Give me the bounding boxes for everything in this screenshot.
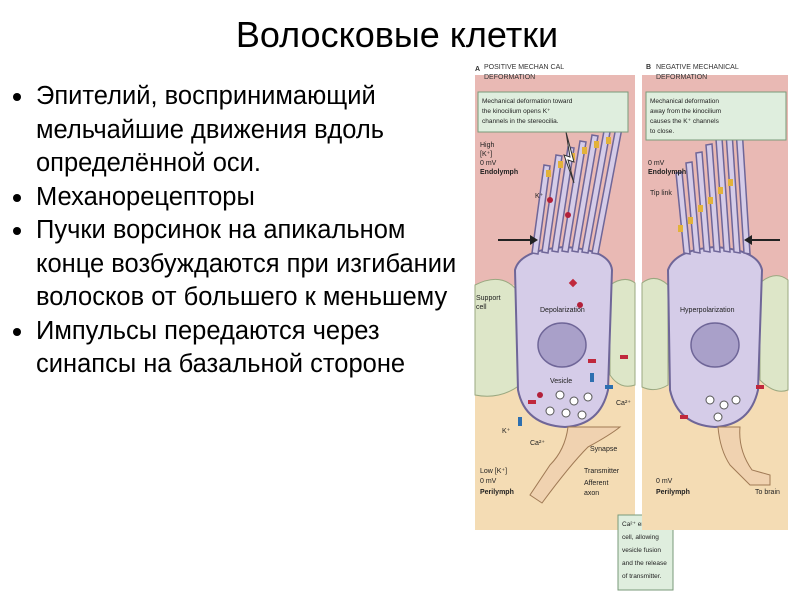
- nucleus-b: [690, 322, 740, 368]
- panel-a-letter: A: [475, 66, 480, 73]
- ca-label: Ca²⁺: [616, 400, 631, 407]
- transmitter-label: Transmitter: [584, 468, 620, 475]
- cell-state-label: Hyperpolarization: [680, 307, 735, 314]
- endolymph-label: Endolymph: [648, 169, 686, 176]
- high-k-label: 0 mV: [480, 160, 497, 167]
- panel-b-heading: NEGATIVE MECHANICAL: [656, 64, 739, 71]
- stereocilia-b: [675, 127, 751, 255]
- afferent-label: axon: [584, 490, 599, 497]
- synapse-label: Synapse: [590, 446, 617, 453]
- panel-b: B NEGATIVE MECHANICAL DEFORMATION Mechan…: [641, 64, 789, 530]
- afferent-label: Afferent: [584, 480, 608, 487]
- note-line: away from the kinocilium: [650, 108, 721, 115]
- caption-line: and the release: [622, 560, 667, 567]
- note-line: Mechanical deformation: [650, 98, 719, 105]
- support-cell-a-right: [609, 279, 636, 387]
- note-line: Mechanical deformation toward: [482, 98, 573, 105]
- vesicles-a: [545, 390, 593, 420]
- low-k-label: Low [K⁺]: [480, 468, 507, 475]
- bullet-list: Эпителий, воспринимающий мельчайшие движ…: [10, 80, 480, 382]
- support-cell-b: [641, 278, 669, 391]
- afferent-axon-a: [529, 426, 622, 504]
- panel-a-heading: DEFORMATION: [484, 74, 535, 81]
- note-line: the kinocilium opens K⁺: [482, 108, 551, 115]
- bullet-item: Эпителий, воспринимающий мельчайшие движ…: [10, 80, 480, 181]
- panel-b-letter: B: [646, 64, 651, 71]
- panel-b-heading: DEFORMATION: [656, 74, 707, 81]
- caption-line: cell, allowing: [622, 534, 659, 541]
- endolymph-mv-label: 0 mV: [648, 160, 665, 167]
- perilymph-mv-label: 0 mV: [480, 478, 497, 485]
- note-box-b: [645, 91, 787, 141]
- bullet-item: Механорецепторы: [10, 181, 480, 215]
- k-ion-label: K⁺: [535, 193, 544, 200]
- support-cell-b-right: [759, 275, 789, 392]
- high-k-label: High: [480, 142, 495, 149]
- cell-state-label: Depolarization: [540, 307, 585, 314]
- ion-markers-a: [518, 197, 628, 426]
- slide-title: Волосковые клетки: [235, 14, 559, 55]
- afferent-axon-b: [717, 426, 771, 486]
- lightning-arrow-a: [563, 131, 575, 184]
- bullet-item: Импульсы передаются через синапсы на баз…: [10, 315, 480, 382]
- to-brain-label: To brain: [755, 489, 780, 496]
- vesicle-label: Vesicle: [550, 378, 572, 385]
- push-arrow-head-a: [530, 235, 538, 245]
- panel-a-heading: POSITIVE MECHAN CAL: [484, 64, 564, 71]
- hair-cell-figure: A POSITIVE MECHAN CAL DEFORMATION Mechan…: [470, 55, 790, 595]
- endolymph-label: Endolymph: [480, 169, 518, 176]
- note-line: channels in the stereocilia.: [482, 118, 559, 125]
- note-line: to close.: [650, 128, 674, 135]
- tip-link-markers-b: [678, 179, 733, 232]
- caption-line: of transmitter.: [622, 573, 662, 580]
- tip-link-label: Tip link: [650, 190, 672, 197]
- support-cell-label: Support: [476, 295, 501, 302]
- support-cell-label: cell: [476, 304, 487, 311]
- perilymph-mv-label: 0 mV: [656, 478, 673, 485]
- panel-a: A POSITIVE MECHAN CAL DEFORMATION Mechan…: [474, 64, 674, 591]
- note-line: causes the K⁺ channels: [650, 118, 720, 125]
- perilymph-label: Perilymph: [480, 489, 514, 496]
- note-box-a: [477, 91, 629, 133]
- caption-line: vesicle fusion: [622, 547, 661, 554]
- high-k-label: [K⁺]: [480, 151, 492, 158]
- vesicles-b: [705, 395, 741, 422]
- ca-label: Ca²⁺: [530, 440, 545, 447]
- k-ion-label: K⁺: [502, 428, 511, 435]
- ion-markers-b: [680, 385, 764, 419]
- bullet-item: Пучки ворсинок на апикальном конце возбу…: [10, 214, 480, 315]
- perilymph-label: Perilymph: [656, 489, 690, 496]
- nucleus-a: [537, 322, 587, 368]
- push-arrow-head-b: [744, 235, 752, 245]
